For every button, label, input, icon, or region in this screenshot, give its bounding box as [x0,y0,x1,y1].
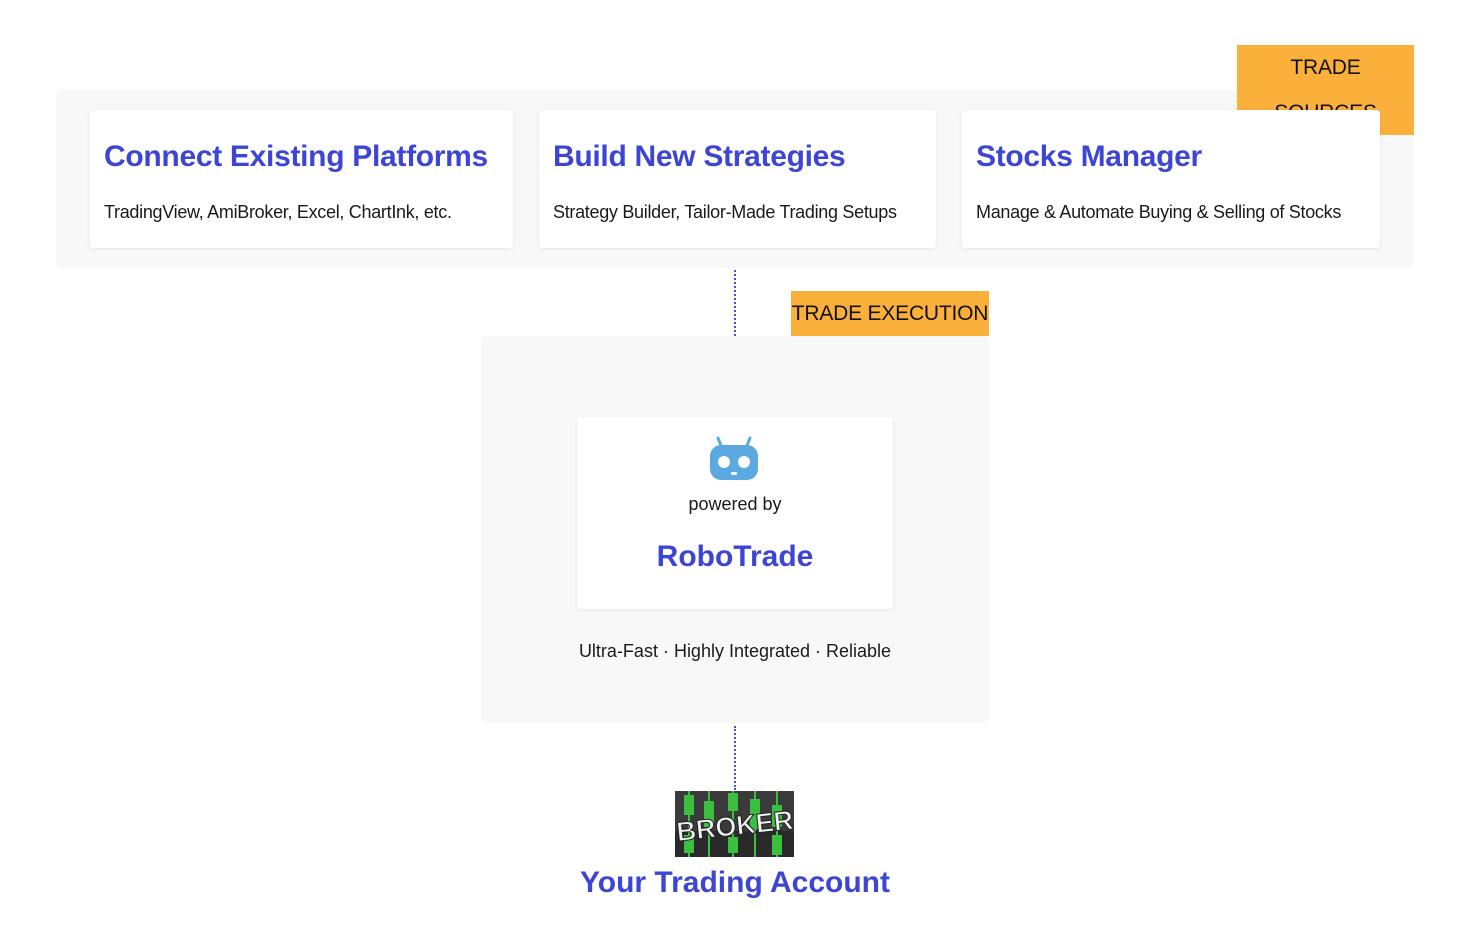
connector-sources-to-execution [734,270,736,336]
trading-account-title: Your Trading Account [579,866,890,899]
source-card-title: Stocks Manager [976,140,1202,173]
source-card-description: Strategy Builder, Tailor-Made Trading Se… [553,202,897,222]
trade-execution-badge: TRADE EXECUTION [791,291,989,336]
source-card-description: Manage & Automate Buying & Selling of St… [976,202,1342,222]
source-card-connect-platforms[interactable]: Connect Existing Platforms TradingView, … [90,110,513,248]
broker-image: BROKER [675,791,794,857]
robotrade-card[interactable]: powered by RoboTrade [577,417,893,609]
robot-head-icon [710,436,758,480]
source-card-description: TradingView, AmiBroker, Excel, ChartInk,… [104,202,452,222]
powered-by-label: powered by [688,494,782,514]
execution-features: Ultra-Fast · Highly Integrated · Reliabl… [578,641,892,661]
source-card-stocks-manager[interactable]: Stocks Manager Manage & Automate Buying … [962,110,1380,248]
source-card-title: Connect Existing Platforms [104,140,488,173]
connector-execution-to-account [734,726,736,790]
source-card-title: Build New Strategies [553,140,846,173]
robotrade-brand: RoboTrade [656,540,814,573]
source-card-build-strategies[interactable]: Build New Strategies Strategy Builder, T… [539,110,936,248]
